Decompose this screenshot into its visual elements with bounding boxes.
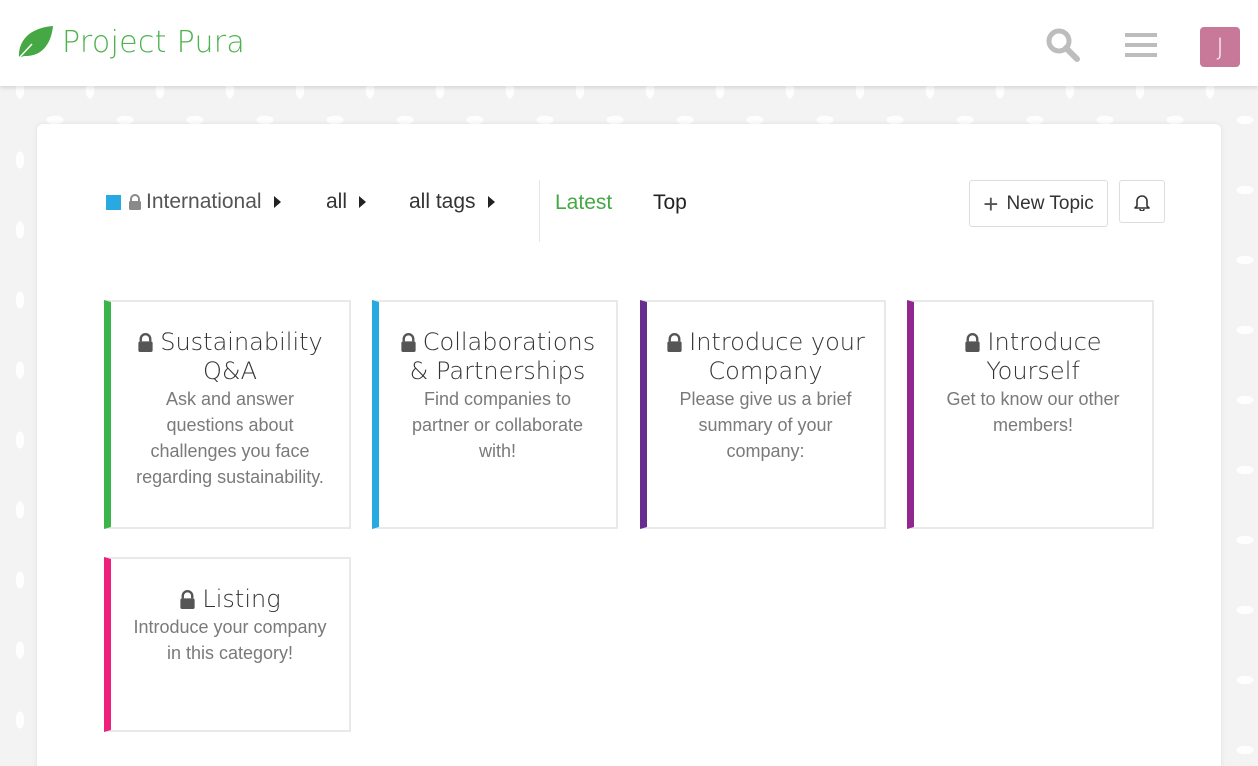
navigation-bar: International all all tags Latest Top + … — [37, 124, 1221, 244]
category-card-collaborations[interactable]: Collaborations & Partnerships Find compa… — [372, 300, 618, 529]
new-topic-button[interactable]: + New Topic — [969, 180, 1108, 227]
lock-icon — [129, 194, 141, 210]
category-card-sustainability-qa[interactable]: Sustainability Q&A Ask and answer questi… — [104, 300, 351, 529]
card-title: Introduce your Company — [665, 328, 866, 386]
bell-icon — [1134, 194, 1150, 211]
search-icon[interactable] — [1045, 27, 1081, 63]
card-title-text: Introduce Yourself — [986, 328, 1102, 385]
site-header: Project Pura J — [0, 0, 1258, 86]
category-breadcrumb-label: International — [146, 190, 262, 213]
card-title-text: Introduce your Company — [689, 328, 865, 385]
category-color-swatch — [106, 194, 121, 210]
caret-right-icon — [359, 196, 367, 208]
caret-right-icon — [273, 196, 281, 208]
lock-icon — [667, 333, 682, 352]
subcategory-breadcrumb-label: all — [326, 190, 348, 213]
lock-icon — [401, 333, 416, 352]
tags-breadcrumb-dropdown[interactable]: all tags — [409, 190, 495, 214]
category-card-introduce-yourself[interactable]: Introduce Yourself Get to know our other… — [907, 300, 1154, 529]
main-panel: International all all tags Latest Top + … — [37, 124, 1221, 766]
card-title-text: Collaborations & Partnerships — [409, 328, 596, 385]
card-description: Introduce your company in this category! — [133, 617, 327, 663]
subcategory-breadcrumb-dropdown[interactable]: all — [326, 190, 367, 214]
card-title: Collaborations & Partnerships — [397, 328, 598, 386]
card-title: Introduce Yourself — [932, 328, 1134, 386]
category-breadcrumb-dropdown[interactable]: International — [106, 190, 281, 214]
card-title-text: Sustainability Q&A — [160, 328, 323, 385]
card-title: Listing — [129, 585, 331, 614]
plus-icon: + — [983, 188, 999, 219]
card-description: Find companies to partner or collaborate… — [411, 389, 584, 461]
card-title-text: Listing — [202, 585, 281, 613]
lock-icon — [180, 590, 195, 609]
card-description: Please give us a brief summary of your c… — [679, 389, 852, 461]
nav-divider — [539, 180, 540, 242]
card-description: Get to know our other members! — [946, 389, 1120, 435]
caret-right-icon — [487, 196, 495, 208]
new-topic-label: New Topic — [1006, 192, 1094, 214]
category-card-listing[interactable]: Listing Introduce your company in this c… — [104, 557, 351, 732]
card-title: Sustainability Q&A — [129, 328, 331, 386]
site-logo[interactable]: Project Pura — [16, 24, 245, 60]
user-avatar[interactable]: J — [1200, 27, 1240, 67]
category-card-introduce-company[interactable]: Introduce your Company Please give us a … — [640, 300, 886, 529]
leaf-icon — [18, 26, 53, 59]
card-description: Ask and answer questions about challenge… — [136, 389, 324, 487]
brand-name: Project Pura — [62, 24, 246, 60]
hamburger-menu-icon[interactable] — [1125, 31, 1157, 59]
tab-top[interactable]: Top — [653, 191, 687, 214]
notifications-button[interactable] — [1119, 180, 1165, 223]
tab-latest[interactable]: Latest — [555, 191, 613, 214]
lock-icon — [138, 333, 153, 352]
lock-icon — [965, 333, 981, 352]
tags-breadcrumb-label: all tags — [409, 190, 476, 213]
